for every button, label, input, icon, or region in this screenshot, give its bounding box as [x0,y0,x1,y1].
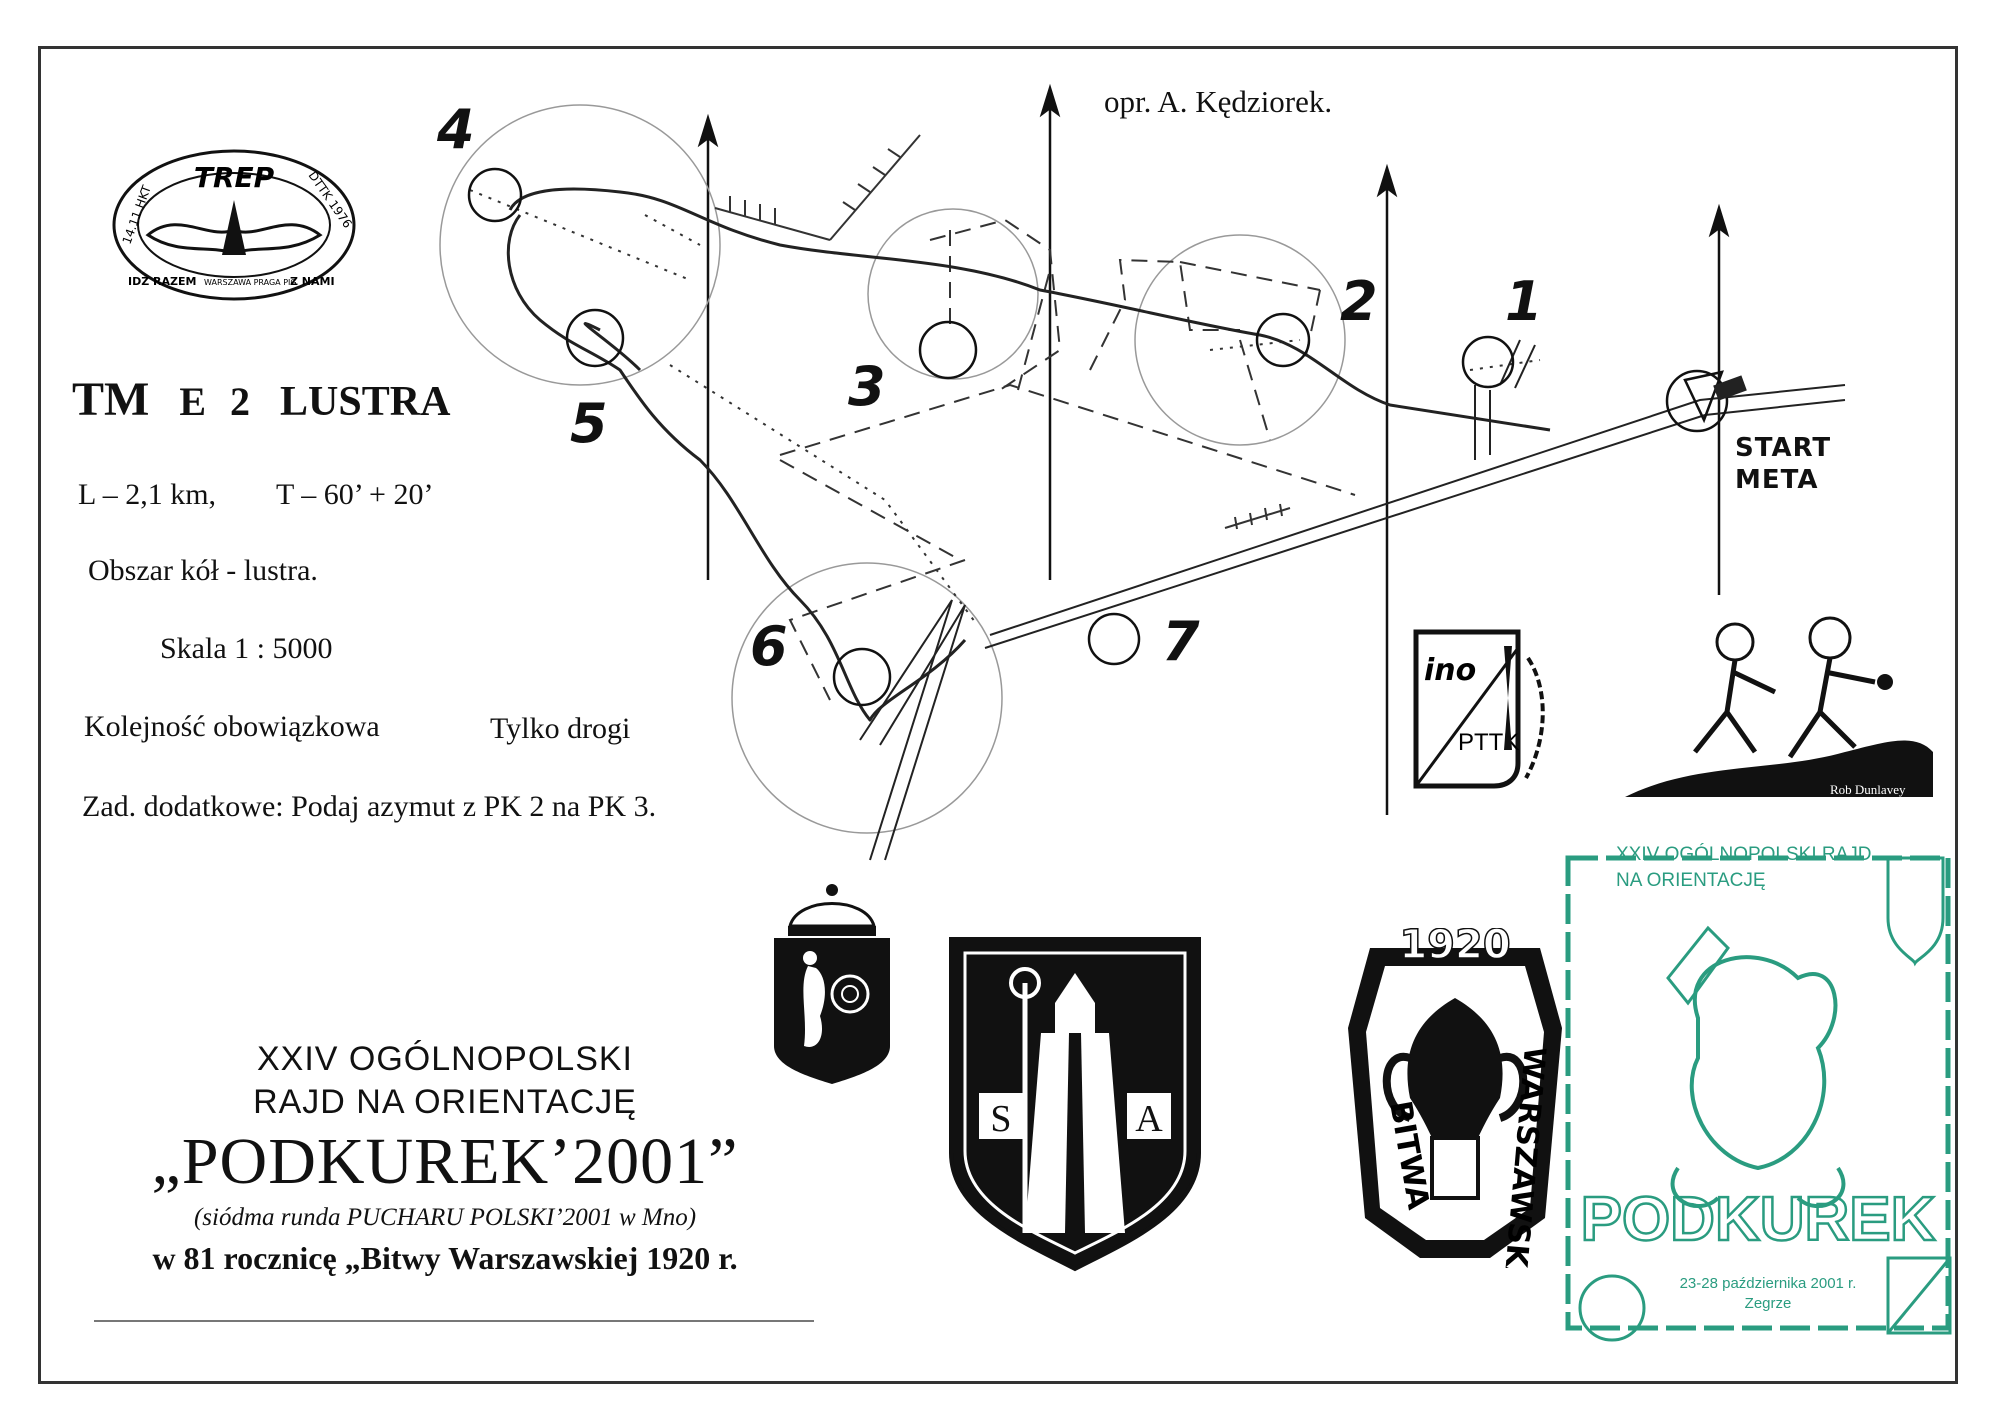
route-scale: Skala 1 : 5000 [160,632,333,665]
svg-text:S: S [990,1098,1011,1140]
checkpoint-6-circle [832,647,892,707]
mirror-circles [439,104,1346,834]
page-frame [38,46,1958,1384]
finish-label: META [1735,465,1819,495]
route-area: Obszar kół - lustra. [88,554,318,587]
route-extra-task: Zad. dodatkowe: Podaj azymut z PK 2 na P… [82,790,657,823]
route-name: LUSTRA [280,379,451,425]
trep-bottom-right-text: Z NAMI [290,275,335,288]
stamp-date: 23-28 października 2001 r. [1680,1275,1857,1292]
route-code: E 2 [179,379,251,424]
checkpoint-number: 4 [437,98,475,161]
checkpoint-number: 7 [1162,610,1200,673]
trep-bottom-left-text: IDŹ RAZEM [128,275,196,288]
trep-bottom-mid-text: WARSZAWA PRAGA PIG [204,278,297,287]
stamp-place: Zegrze [1745,1295,1792,1312]
route-line [506,187,1551,722]
checkpoint-7-circle [1087,612,1141,666]
stamp-big-text: PODKUREK [1581,1185,1936,1254]
bitwa-year: 1920 [1399,928,1510,968]
checkpoint-number: 3 [848,355,886,418]
ino-text: ino [1424,653,1476,688]
warsaw-coat-of-arms [774,884,890,1084]
event-line2: RAJD NA ORIENTACJĘ [253,1083,637,1121]
stamp-line1: XXIV OGÓLNOPOLSKI RAJD [1616,843,1872,865]
start-label: START [1735,433,1832,463]
checkpoint-number: 1 [1505,270,1543,333]
checkpoint-4-circle [467,167,523,223]
checkpoint-circles [467,167,1729,707]
checkpoint-3-circle [918,320,978,380]
checkpoint-number: 5 [570,392,608,455]
runners-credit: Rob Dunlavey [1830,782,1906,797]
checkpoint-5-circle [565,308,625,368]
ino-pttk-logo: ino PTTK [1413,629,1545,789]
runners-cartoon: Rob Dunlavey [1625,616,1933,797]
svg-text:A: A [1135,1098,1163,1140]
stamp-line2: NA ORIENTACJĘ [1616,870,1766,891]
north-arrows [697,83,1730,815]
route-roads: Tylko drogi [490,712,631,745]
event-line1: XXIV OGÓLNOPOLSKI [256,1040,633,1078]
route-order: Kolejność obowiązkowa [84,710,380,743]
route-title: TM E 2 LUSTRA [72,372,450,427]
event-subtitle: (siódma runda PUCHARU POLSKI’2001 w Mno) [193,1204,697,1231]
trep-main-text: TREP [194,161,275,194]
checkpoint-number: 6 [750,615,788,678]
start-circle [1665,369,1729,433]
title-underline [94,1320,814,1322]
dotted-paths [469,189,1541,623]
bishop-coat-of-arms: S A [949,937,1201,1272]
event-name: „PODKUREK’2001” [151,1125,739,1198]
route-category: TM [72,373,150,426]
start-triangle-icon [1683,370,1724,424]
rally-stamp: XXIV OGÓLNOPOLSKI RAJD NA ORIENTACJĘ POD… [1565,843,1952,1342]
hatch-marks [714,134,1291,530]
route-time: T – 60’ + 20’ [276,478,434,511]
checkpoint-number: 2 [1340,270,1378,333]
event-dedication: w 81 rocznicę „Bitwy Warszawskiej 1920 r… [152,1240,738,1276]
checkpoint-2-circle [1255,312,1311,368]
dashed-paths [779,218,1356,701]
author-credit: opr. A. Kędziorek. [1104,84,1333,119]
event-title-block: XXIV OGÓLNOPOLSKI RAJD NA ORIENTACJĘ „PO… [90,1040,800,1277]
checkpoint-1-circle [1461,335,1515,389]
route-length: L – 2,1 km, [78,478,217,511]
trep-club-logo: TREP 14.11 HKT DTTK 1976 IDŹ RAZEM WARSZ… [112,149,356,301]
bitwa-warszawska-badge: 1920 BITWA WARSZAWSKA [1348,928,1562,1268]
